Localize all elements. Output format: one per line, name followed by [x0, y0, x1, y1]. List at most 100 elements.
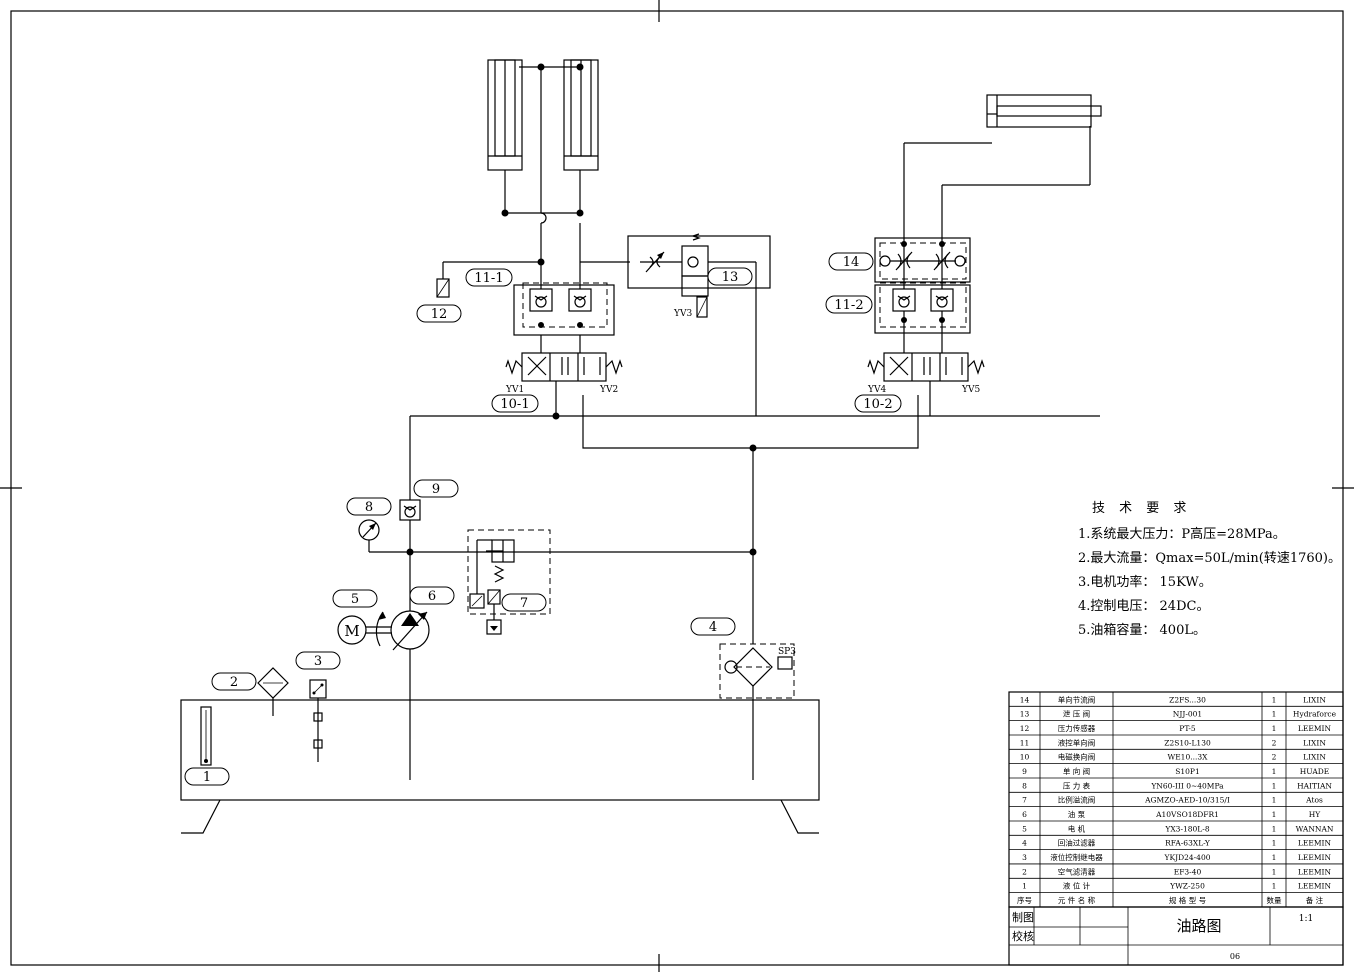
bom-cell: 12: [1020, 724, 1030, 733]
sp3-label: SP3: [778, 647, 796, 657]
technical-requirements: 技 术 要 求 1.系统最大压力：P高压=28MPa。 2.最大流量：Qmax=…: [1078, 497, 1341, 643]
directional-valve-10-1: YV1 YV2: [505, 352, 623, 395]
bom-cell: LEEMIN: [1298, 724, 1332, 733]
bom-cell: 3: [1022, 853, 1027, 862]
bom-cell: 压力传感器: [1058, 723, 1096, 733]
drawing-scale: 1:1: [1299, 914, 1313, 924]
callout-4: 4: [690, 617, 736, 636]
yv3-label: YV3: [673, 309, 692, 319]
svg-text:5: 5: [351, 592, 359, 607]
bom-cell: 1: [1272, 824, 1277, 833]
unloading-valve-13: YV3: [627, 233, 771, 416]
bom-cell: S10P1: [1175, 767, 1200, 776]
callout-10-2: 10-2: [854, 394, 902, 413]
callout-11-1: 11-1: [465, 268, 513, 287]
horizontal-cylinder: [986, 94, 1102, 128]
level-control-relay: [309, 679, 327, 762]
bom-cell: LEEMIN: [1298, 867, 1332, 876]
bom-cell: 压 力 表: [1063, 780, 1091, 790]
bom-cell: 1: [1272, 882, 1277, 891]
bom-cell: Z2FS...30: [1169, 695, 1206, 704]
bom-cell: YX3-180L-8: [1164, 824, 1209, 833]
pilot-check-valve-11-2: [874, 282, 971, 334]
bom-cell: 空气滤清器: [1058, 866, 1096, 876]
bom-cell: Z2S10-L130: [1164, 738, 1211, 747]
bom-cell: 10: [1020, 753, 1030, 762]
svg-text:11-2: 11-2: [834, 298, 863, 313]
svg-text:4: 4: [709, 620, 717, 635]
bom-cell: 1: [1022, 882, 1027, 891]
svg-text:10-1: 10-1: [500, 397, 529, 412]
svg-text:6: 6: [428, 589, 436, 604]
callout-7: 7: [501, 593, 547, 612]
bom-cell: 11: [1020, 738, 1030, 747]
bom-cell: 液位控制继电器: [1050, 852, 1103, 862]
electric-motor: M: [337, 615, 392, 645]
svg-text:1: 1: [203, 770, 211, 785]
vertical-cylinder-right: [563, 59, 599, 171]
bom-cell: HUADE: [1300, 767, 1330, 776]
bom-cell: 单向节流阀: [1058, 694, 1096, 704]
drawing-frame: [10, 10, 1344, 966]
bom-cell: HAITIAN: [1297, 781, 1332, 790]
check-valve-9: [399, 499, 421, 521]
svg-text:7: 7: [520, 596, 528, 611]
svg-text:13: 13: [722, 270, 739, 285]
bom-cell: 回油过滤器: [1058, 838, 1096, 848]
directional-valve-10-2: YV4 YV5: [867, 352, 985, 395]
bom-cell: WE10...3X: [1168, 753, 1209, 762]
bom-cell: HY: [1309, 810, 1322, 819]
bom-cell: EF3-40: [1174, 867, 1202, 876]
tech-item: 5.油箱容量： 400L。: [1078, 623, 1206, 638]
drawing-title: 油路图: [1176, 917, 1221, 935]
yv2-label: YV2: [599, 385, 618, 395]
callout-2: 2: [211, 672, 257, 691]
tech-item: 3.电机功率： 15KW。: [1078, 575, 1212, 590]
bom-cell: YN60-III 0~40MPa: [1150, 781, 1224, 790]
bom-cell: 1: [1272, 853, 1277, 862]
bom-cell: 6: [1022, 810, 1027, 819]
pressure-sensor: [436, 278, 450, 298]
yv1-label: YV1: [505, 385, 524, 395]
bom-header-cell: 元 件 名 称: [1058, 895, 1096, 905]
bom-cell: LEEMIN: [1298, 853, 1332, 862]
bom-cell: 1: [1272, 810, 1277, 819]
bom-cell: LIXIN: [1303, 753, 1326, 762]
bom-cell: 电 机: [1068, 823, 1086, 833]
sheet-number: 06: [1230, 952, 1240, 961]
bom-cell: NJJ-001: [1173, 710, 1202, 719]
bom-cell: AGMZO-AED-10/315/I: [1144, 796, 1230, 805]
callout-5: 5: [332, 589, 378, 608]
svg-text:2: 2: [230, 675, 238, 690]
callout-10-1: 10-1: [491, 394, 539, 413]
motor-label: M: [344, 622, 359, 640]
bom-cell: 1: [1272, 767, 1277, 776]
return-filter: SP3: [719, 643, 796, 699]
bom-cell: PT-5: [1179, 724, 1196, 733]
proportional-relief-valve: [467, 529, 551, 635]
bom-cell: YKJD24-400: [1164, 853, 1211, 862]
bom-cell: 1: [1272, 710, 1277, 719]
pilot-check-valve-11-1: [513, 282, 615, 336]
svg-text:11-1: 11-1: [474, 271, 503, 286]
bom-header-cell: 备 注: [1306, 895, 1324, 905]
air-breather-filter: [257, 667, 289, 716]
bom-cell: 单 向 阀: [1063, 766, 1090, 776]
svg-text:14: 14: [843, 255, 860, 270]
bom-cell: LIXIN: [1303, 738, 1326, 747]
bom-cell: 2: [1272, 738, 1277, 747]
bom-cell: LEEMIN: [1298, 839, 1332, 848]
tech-item: 1.系统最大压力：P高压=28MPa。: [1078, 527, 1286, 542]
bom-cell: LEEMIN: [1298, 882, 1332, 891]
bom-cell: 7: [1022, 796, 1027, 805]
bom-cell: 电磁换向阀: [1058, 752, 1096, 762]
bom-header-cell: 序号: [1017, 895, 1032, 905]
bom-cell: A10VSO18DFR1: [1155, 810, 1219, 819]
bom-cell: 液 位 计: [1063, 881, 1091, 891]
bom-cell: 13: [1020, 710, 1030, 719]
checked-label: 校核: [1012, 929, 1034, 943]
oil-tank: [180, 699, 820, 834]
callout-6: 6: [409, 586, 455, 605]
tech-item: 4.控制电压： 24DC。: [1078, 599, 1210, 614]
